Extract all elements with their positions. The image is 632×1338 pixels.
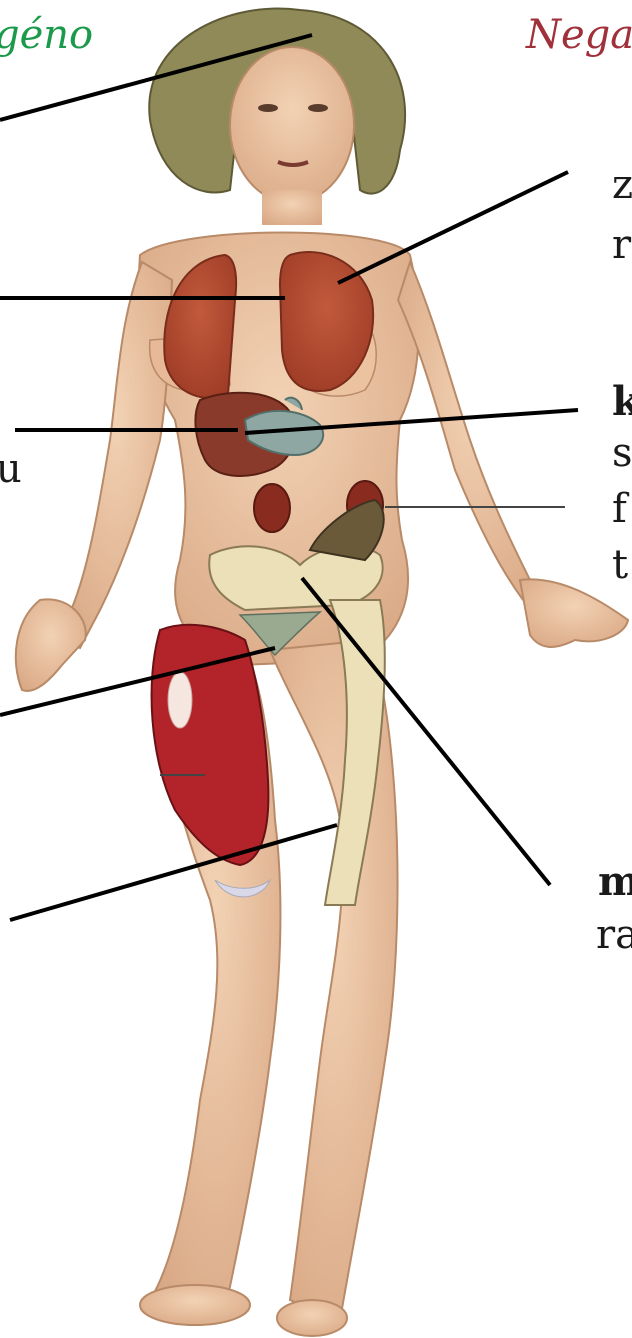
liver-label-line2: s <box>612 430 632 476</box>
leader-pubic <box>0 648 275 715</box>
leader-femur <box>10 825 337 920</box>
title-right: Nega <box>526 12 632 58</box>
lung-label-line1: z <box>612 162 632 208</box>
liver-left-label: u <box>0 446 22 492</box>
bone-label-bold: m <box>598 858 632 905</box>
bone-label-line2: ra <box>596 912 632 958</box>
liver-label-line3: f <box>612 486 627 532</box>
leader-right-lung <box>338 172 568 283</box>
liver-label-bold: k <box>612 378 632 425</box>
leader-liver-right <box>245 410 578 433</box>
liver-label-line4: t <box>612 542 628 588</box>
lung-label-line2: r <box>612 222 631 268</box>
title-left: géno <box>0 12 93 58</box>
leader-pelvis <box>302 578 550 885</box>
